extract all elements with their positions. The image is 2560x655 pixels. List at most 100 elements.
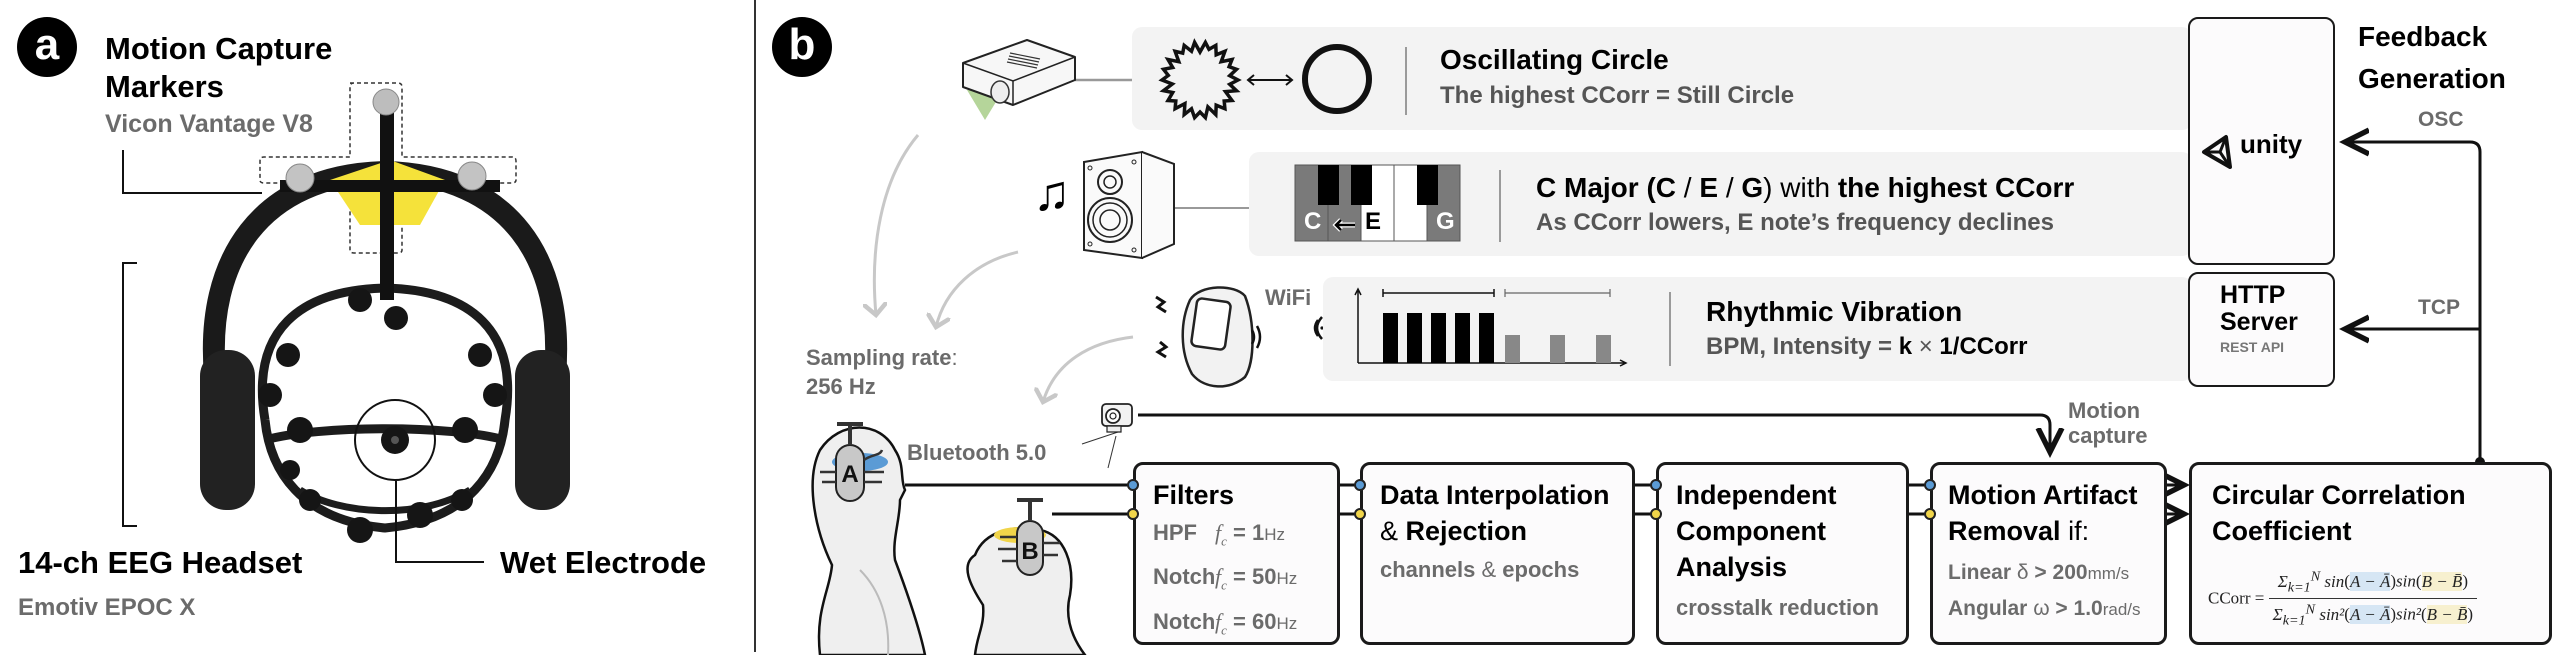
- electrode-arm-ring: [257, 283, 513, 533]
- markers-title-line2: Markers: [105, 69, 224, 104]
- piano-keys-icon: [1294, 164, 1461, 242]
- projector-arc: [874, 134, 920, 315]
- key-g-label: G: [1436, 208, 1455, 235]
- headset-title: 14-ch EEG Headset: [18, 545, 303, 580]
- participant-b-label: B: [1021, 538, 1038, 565]
- vibration-pulse-weak: [1505, 335, 1520, 363]
- motion-capture-label: Motion capture: [2068, 398, 2148, 448]
- filters-input-b-pin: [1127, 508, 1139, 520]
- oscillating-circle-icon: [1158, 38, 1372, 122]
- participant-b-figure: B: [966, 498, 1087, 655]
- panel-b-badge: b: [772, 17, 832, 77]
- marker-bar: [280, 180, 500, 192]
- participant-a-figure: A: [811, 422, 927, 655]
- http-subtitle: REST API: [2220, 339, 2285, 355]
- mar-input-b-pin: [1924, 508, 1936, 520]
- feedback-generation-title: Feedback Generation: [2358, 21, 2506, 94]
- projector-icon: [962, 39, 1076, 120]
- ccorr-formula: CCorr = Σk=1N sin(A − Ā)sin(B − B̄) Σk=1…: [2208, 568, 2478, 629]
- interp-input-b-pin: [1354, 508, 1366, 520]
- headset-bracket: [122, 262, 137, 527]
- still-circle-icon: [1302, 44, 1372, 114]
- ica-subtitle: crosstalk reduction: [1676, 595, 1879, 620]
- interpolation-title-2: & Rejection: [1380, 516, 1528, 546]
- panel2-divider: [1499, 170, 1501, 242]
- vibration-pulse-weak: [1550, 335, 1565, 363]
- ica-title-2: Component: [1676, 516, 1826, 546]
- formula-denominator: Σk=1N sin²(A − Ā)sin²(B − B̄): [2272, 601, 2474, 629]
- osc-line: [2345, 142, 2482, 462]
- key-c-label: C: [1304, 208, 1322, 235]
- bluetooth-label: Bluetooth 5.0: [907, 440, 1047, 465]
- oscillating-circle-title: Oscillating Circle: [1440, 44, 1669, 75]
- osc-label: OSC: [2418, 108, 2464, 131]
- marker-post: [380, 100, 394, 300]
- vibration-pulse-strong: [1407, 313, 1422, 363]
- interpolation-box: Data Interpolation & Rejection channels …: [1360, 462, 1635, 645]
- interpolation-title: Data Interpolation: [1380, 480, 1610, 510]
- marker-ball-left: [285, 163, 315, 193]
- smartwatch-icon: [1155, 286, 1262, 388]
- ica-input-a-pin: [1650, 479, 1662, 491]
- motion-artifact-title-1: Motion Artifact: [1948, 480, 2138, 510]
- filter-row: Notchfc = 50Hz: [1153, 564, 1298, 593]
- filters-input-a-pin: [1127, 479, 1139, 491]
- interp-input-a-pin: [1354, 479, 1366, 491]
- http-server-box: HTTP Server REST API: [2188, 272, 2335, 387]
- unity-logo-icon: [2202, 135, 2232, 169]
- rhythmic-vibration-title: Rhythmic Vibration: [1706, 296, 1963, 327]
- marker-ball-top: [372, 88, 400, 116]
- ccorr-title-1: Circular Correlation: [2212, 480, 2466, 510]
- linear-threshold: Linear δ > 200mm/s: [1948, 561, 2130, 584]
- panel3-divider: [1669, 292, 1671, 366]
- c-major-title: C Major (C / E / G) with the highest CCo…: [1536, 172, 2075, 203]
- headset-subtitle: Emotiv EPOC X: [18, 594, 196, 621]
- filters-title: Filters: [1153, 480, 1235, 510]
- left-earpad: [200, 350, 255, 510]
- motion-capture-camera-icon: [1081, 403, 1133, 469]
- vibration-rhythm-chart: [1354, 287, 1628, 367]
- music-note-icon: ♫: [1033, 165, 1071, 221]
- electrodes: [258, 288, 507, 543]
- markers-callout-line: [122, 150, 262, 194]
- wet-electrode-label: Wet Electrode: [500, 545, 707, 580]
- markers-title-line1: Motion Capture: [105, 31, 333, 66]
- participant-a-label: A: [841, 461, 858, 488]
- ccorr-title-2: Coefficient: [2212, 516, 2352, 546]
- right-earpad: [515, 350, 570, 510]
- motion-artifact-title-2: Removal if:: [1948, 516, 2090, 546]
- wet-electrode-callout-line: [395, 481, 484, 563]
- mar-input-a-pin: [1924, 479, 1936, 491]
- panel-divider: [754, 0, 756, 652]
- oscillating-circle-subtitle: The highest CCorr = Still Circle: [1440, 82, 1795, 109]
- unity-label: unity: [2240, 129, 2303, 159]
- ica-box: Independent Component Analysis crosstalk…: [1656, 462, 1909, 645]
- speaker-arc: [936, 250, 1019, 327]
- formula-numerator: Σk=1N sin(A − Ā)sin(B − B̄): [2268, 568, 2478, 600]
- vibration-pulse-strong: [1455, 313, 1470, 363]
- sampling-rate-value: 256 Hz: [806, 374, 876, 399]
- vibration-signal-icon: [1313, 316, 1324, 340]
- c-major-subtitle: As CCorr lowers, E note’s frequency decl…: [1536, 209, 2054, 236]
- filter-row: Notchfc = 60Hz: [1153, 608, 1298, 638]
- interpolation-subtitle: channels & epochs: [1380, 557, 1580, 582]
- eeg-headset-illustration: [122, 82, 570, 563]
- vibration-pulse-weak: [1596, 335, 1611, 363]
- tcp-label: TCP: [2418, 296, 2460, 319]
- vibration-pulse-strong: [1479, 313, 1494, 363]
- unity-box: unity: [2188, 17, 2335, 265]
- ica-title-1: Independent: [1676, 480, 1837, 510]
- markers-dashed-region: [259, 82, 517, 254]
- speaker-icon: [1083, 150, 1175, 260]
- rhythmic-vibration-subtitle: BPM, Intensity = k × 1/CCorr: [1706, 333, 2028, 360]
- panel-a-badge: a: [17, 17, 77, 77]
- motion-artifact-box: Motion Artifact Removal if: Linear δ > 2…: [1930, 462, 2167, 645]
- vibration-pulse-strong: [1383, 313, 1398, 363]
- panel1-divider: [1405, 47, 1407, 115]
- motion-capture-line: [1138, 413, 2050, 452]
- key-e-label: E: [1365, 208, 1382, 235]
- http-title: HTTP Server: [2220, 281, 2298, 336]
